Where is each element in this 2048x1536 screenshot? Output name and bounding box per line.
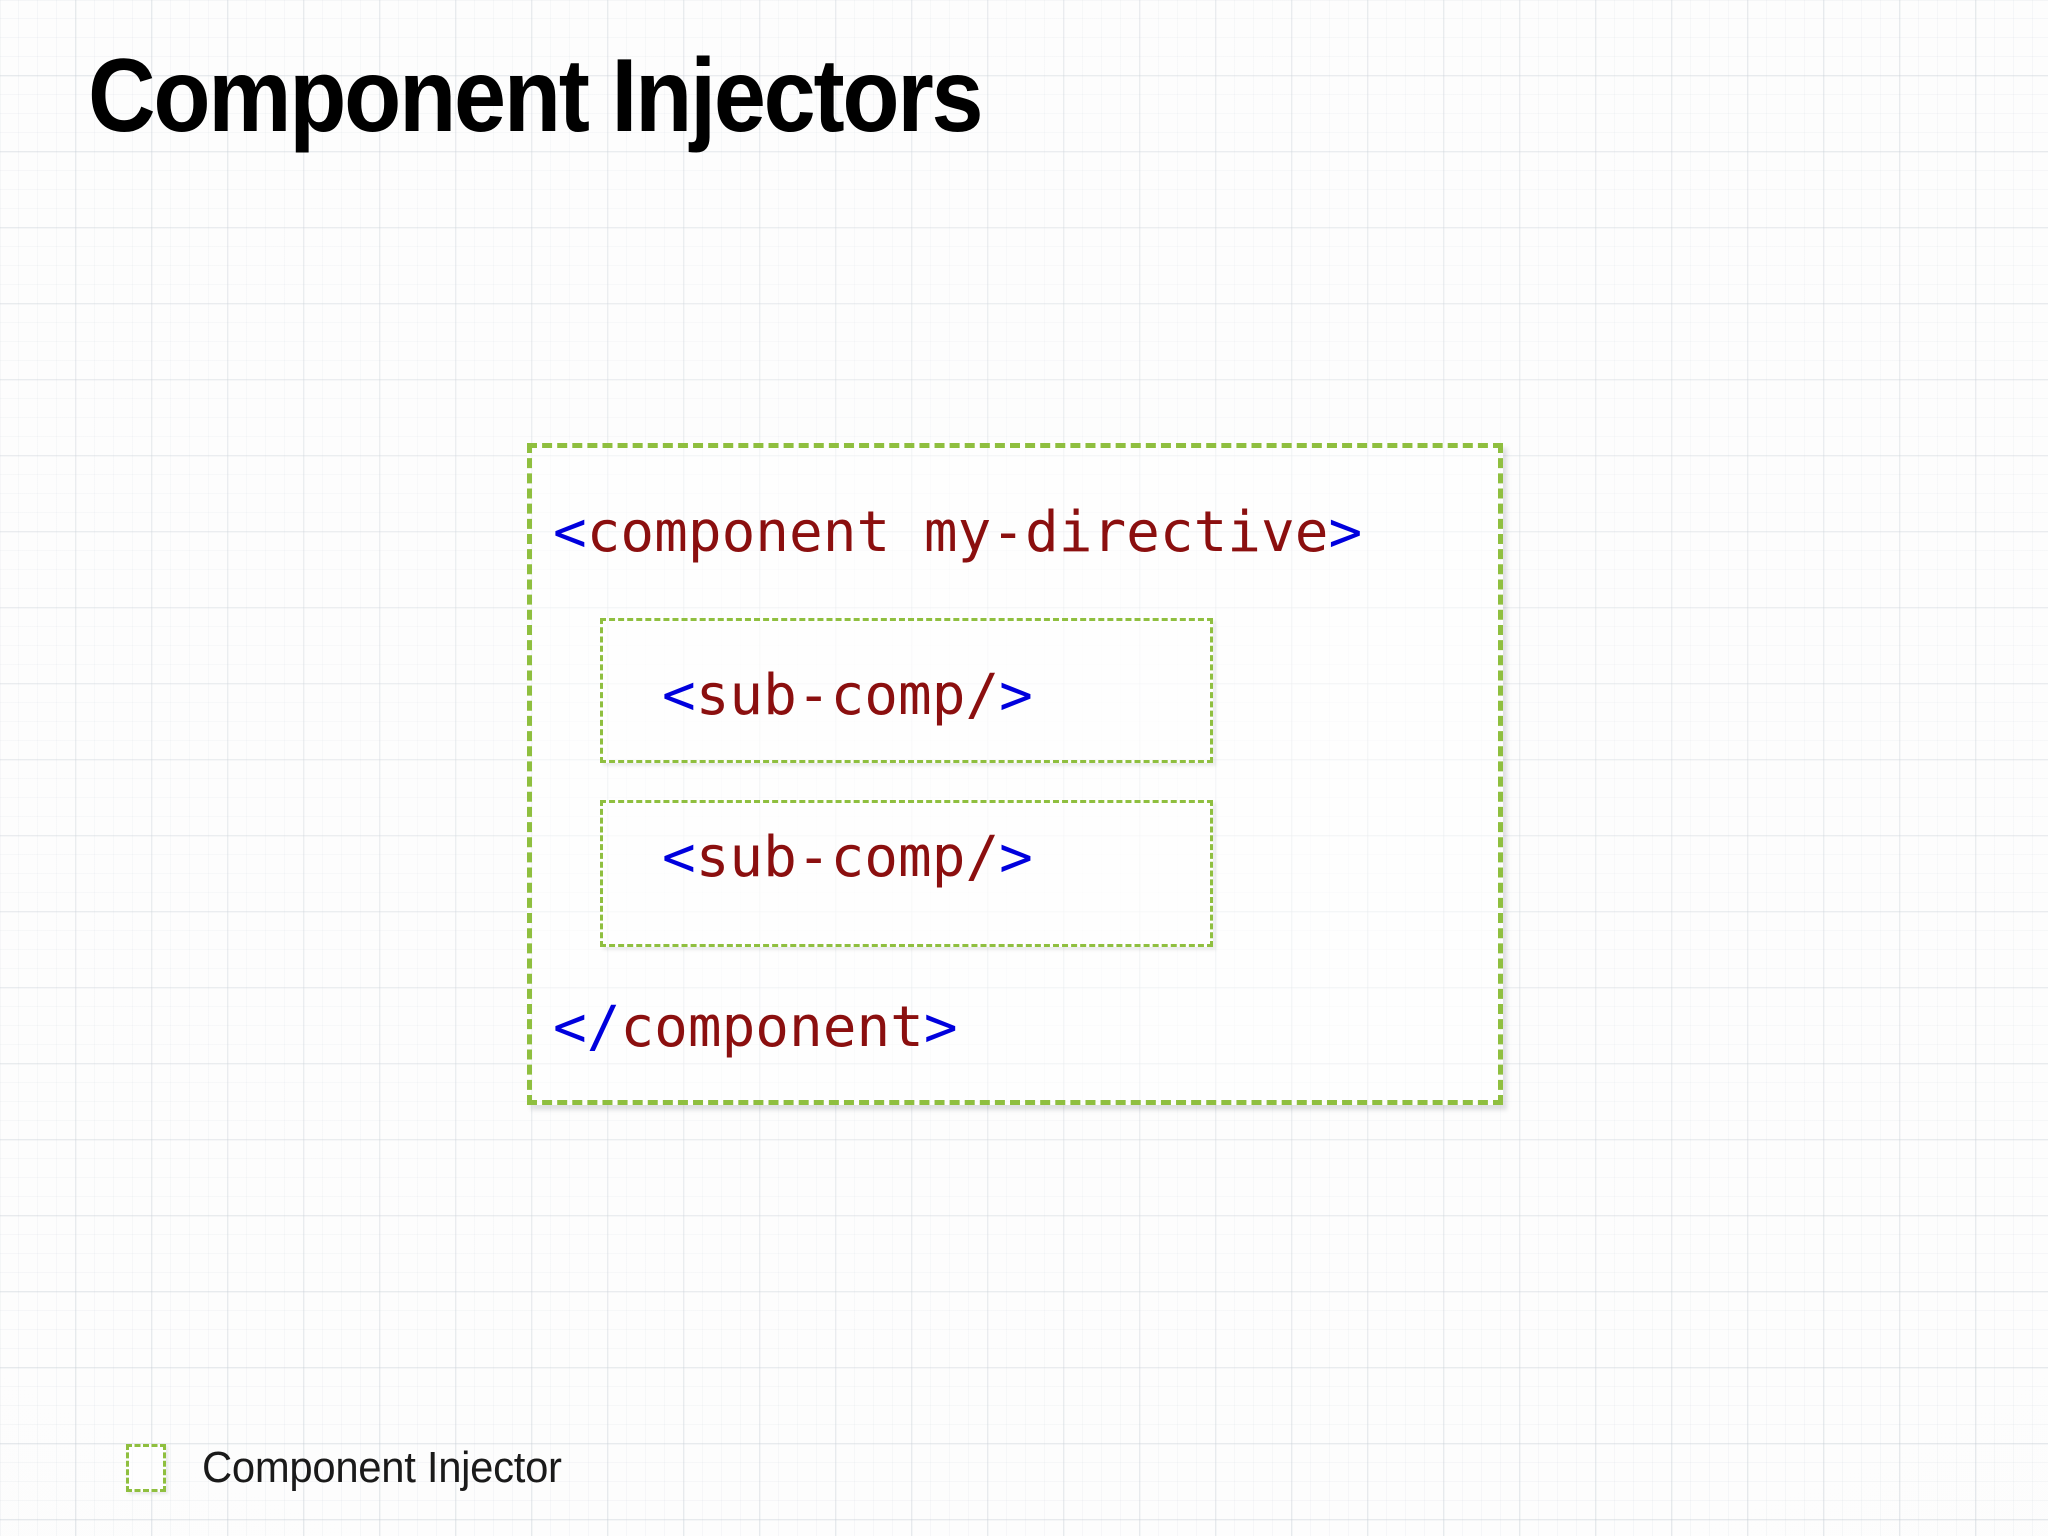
self-closing-slash-1: /	[965, 663, 1000, 728]
angle-bracket-open-icon: <	[662, 825, 696, 890]
angle-bracket-close-icon: >	[1328, 500, 1363, 565]
code-line-close-tag: </component>	[553, 1000, 958, 1056]
code-line-sub-comp-2: <sub-comp/>	[662, 830, 1033, 886]
legend-label-component-injector: Component Injector	[202, 1443, 562, 1492]
angle-bracket-open-icon: <	[553, 995, 587, 1060]
angle-bracket-close-icon: >	[999, 663, 1033, 728]
code-line-open-tag: <component my-directive>	[553, 505, 1362, 561]
angle-bracket-open-icon: <	[662, 663, 696, 728]
code-line-sub-comp-1: <sub-comp/>	[662, 668, 1033, 724]
closing-slash-icon: /	[586, 995, 621, 1060]
self-closing-slash-2: /	[965, 825, 1000, 890]
component-injector-outer-box	[527, 443, 1503, 1105]
angle-bracket-open-icon: <	[553, 500, 587, 565]
angle-bracket-close-icon: >	[999, 825, 1033, 890]
angle-bracket-close-icon: >	[923, 995, 958, 1060]
page-title: Component Injectors	[88, 38, 984, 154]
tag-name-component-close: component	[620, 995, 924, 1060]
legend: Component Injector	[126, 1443, 581, 1493]
legend-swatch-component-injector	[126, 1444, 166, 1492]
tag-name-sub-comp-2: sub-comp	[695, 825, 966, 890]
component-injector-sub-box-1	[600, 618, 1213, 763]
component-injector-sub-box-2	[600, 800, 1213, 947]
tag-name-component-open: component my-directive	[586, 500, 1329, 565]
tag-name-sub-comp-1: sub-comp	[695, 663, 966, 728]
